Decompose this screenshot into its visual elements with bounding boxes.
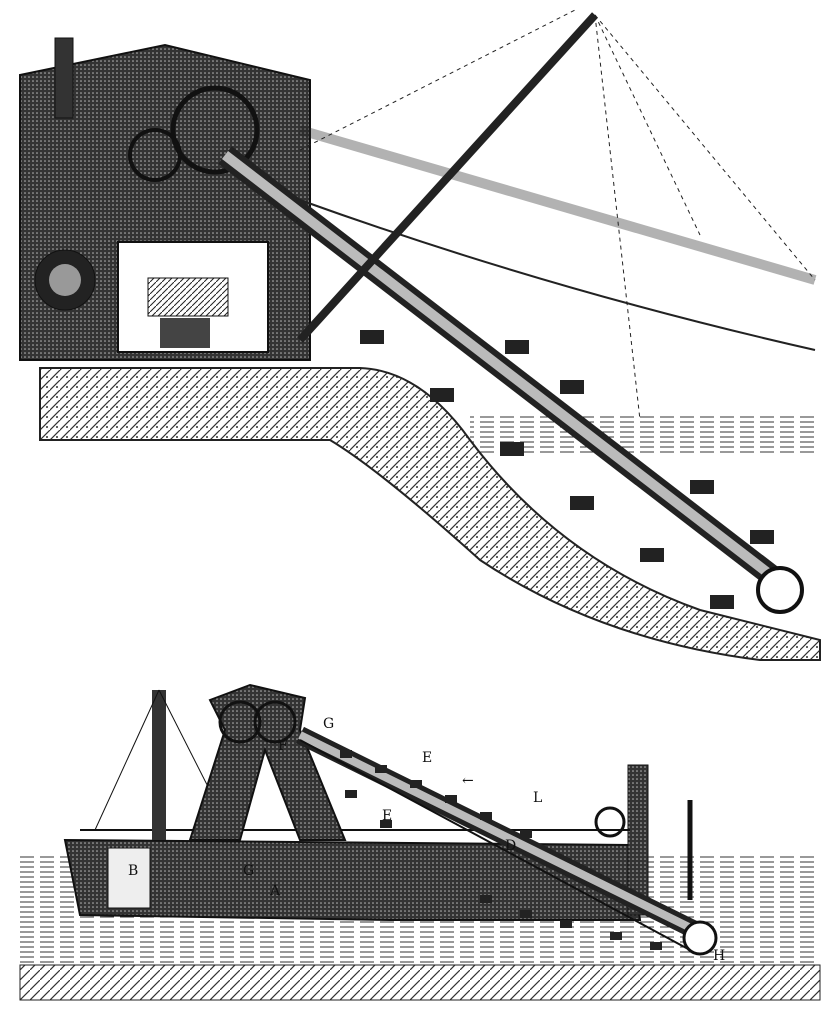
bottom-dredger-engraving: G E E L B G A H F D ←	[0, 670, 834, 1024]
tower	[188, 683, 347, 841]
label-h: H	[713, 948, 725, 964]
stern-post	[627, 764, 649, 916]
fly-wheel	[170, 85, 260, 175]
gantry-boom	[297, 12, 598, 343]
ground-slope	[39, 367, 821, 661]
river-bed	[19, 964, 821, 1001]
label-g-top: G	[323, 716, 334, 732]
top-dredger-engraving	[19, 9, 821, 661]
boiler-room	[107, 847, 151, 909]
funnel	[152, 690, 166, 840]
label-e-lower: E	[382, 808, 392, 824]
label-e-upper: E	[422, 750, 432, 766]
label-l: L	[533, 790, 542, 806]
label-f: F	[278, 738, 288, 754]
label-d: D	[505, 838, 516, 854]
water-surface	[470, 415, 820, 455]
label-a: A	[269, 883, 281, 899]
label-g-hull: G	[243, 863, 254, 879]
label-b: B	[128, 863, 138, 879]
lower-tumbler	[682, 920, 718, 956]
direction-arrow: ←	[462, 773, 474, 789]
winch	[594, 806, 626, 838]
lower-tumbler	[756, 566, 804, 614]
chimney	[54, 37, 74, 119]
